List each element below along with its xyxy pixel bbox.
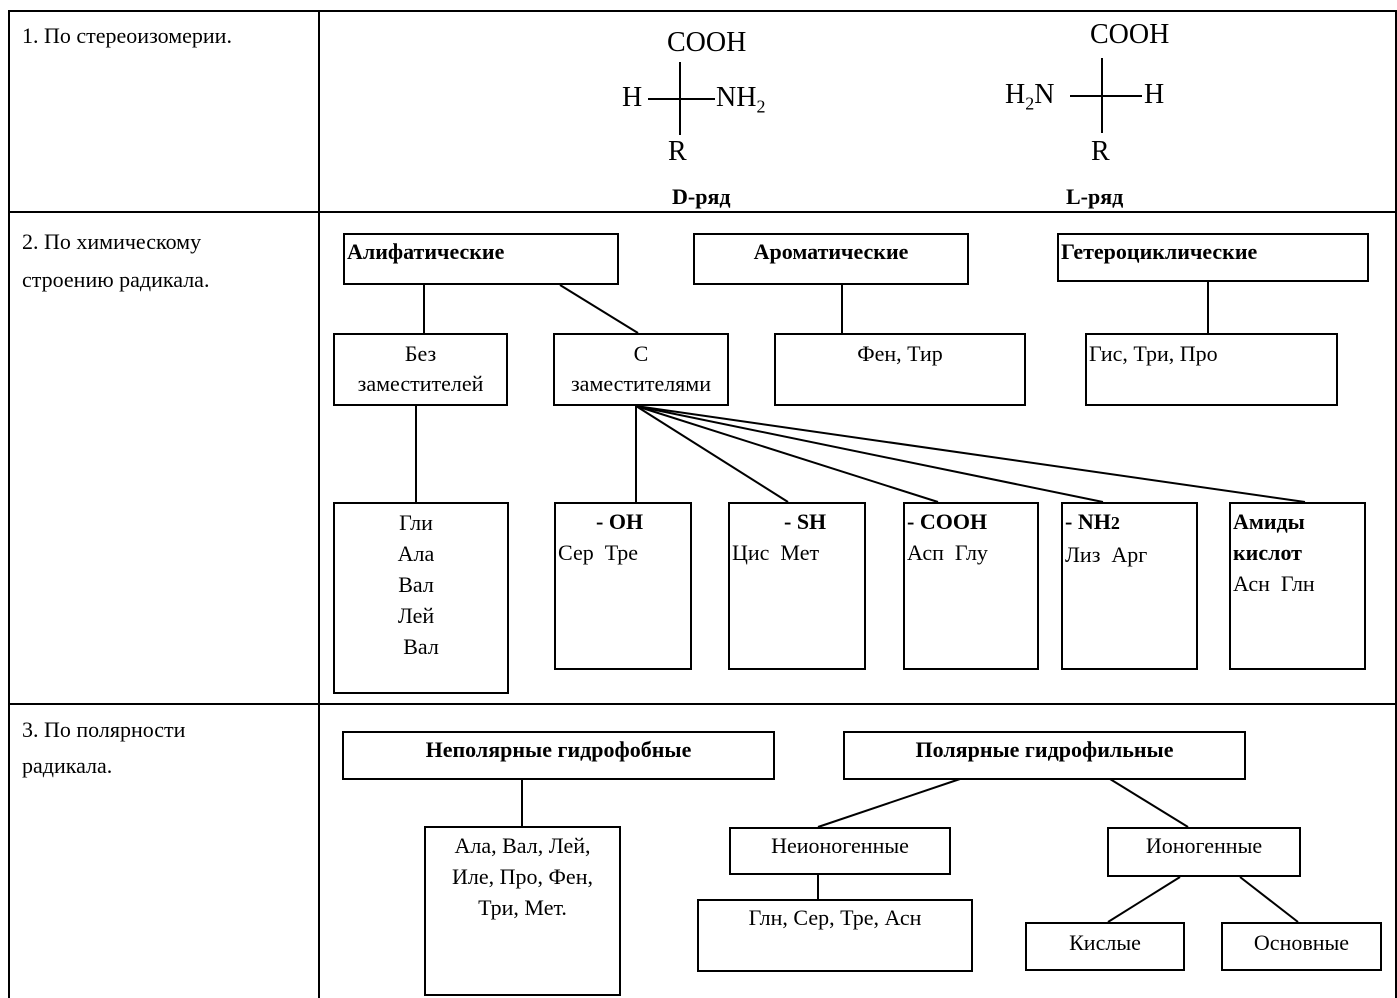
group-nh2-head: - NH2	[1065, 506, 1196, 539]
nonionic-list: Глн, Сер, Тре, Асн	[748, 905, 922, 930]
basic-box: Основные	[1221, 922, 1382, 971]
d-cooh: COOH	[667, 27, 747, 58]
group-amides-box: Амиды кислот Асн Глн	[1229, 502, 1366, 670]
heterocyclic-list-box: Гис, Три, Про	[1085, 333, 1338, 406]
group-oh-members: Сер Тре	[558, 540, 639, 565]
amino-acid-item: Вал	[398, 572, 434, 597]
amino-acid-item: Вал	[403, 634, 439, 659]
group-sh-members: Цис Мет	[732, 540, 820, 565]
nonionic-label: Неионогенные	[771, 833, 909, 858]
l-h: H	[1005, 79, 1026, 110]
row-label-stereo: 1. По стереоизомерии.	[22, 23, 232, 48]
acidic-box: Кислые	[1025, 922, 1185, 971]
nonpolar-box: Неполярные гидрофобные	[342, 731, 775, 780]
row-label-polarity-2: радикала.	[22, 753, 113, 778]
polar-label: Полярные гидрофильные	[915, 737, 1174, 762]
amino-acid-item: Гли	[399, 510, 433, 535]
nonpolar-list-line: Иле, Про, Фен,	[452, 864, 593, 889]
d-right-nh2: NH2	[716, 82, 765, 118]
l-h-sub: 2	[1025, 93, 1035, 114]
l-cooh: COOH	[1090, 19, 1170, 50]
d-r: R	[668, 136, 687, 167]
nonpolar-label: Неполярные гидрофобные	[425, 737, 692, 762]
subst-to-sh	[635, 405, 789, 503]
ionic-label: Ионогенные	[1145, 833, 1263, 858]
acidic-label: Кислые	[1069, 930, 1141, 955]
nonionic-list-box: Глн, Сер, Тре, Асн	[697, 899, 973, 972]
heterocyclic-list: Гис, Три, Про	[1089, 341, 1218, 366]
group-cooh-head: - COOH	[907, 509, 988, 534]
ionic-to-basic	[1239, 876, 1299, 923]
table-top-border	[8, 10, 1397, 12]
group-cooh-members: Асп Глу	[907, 540, 988, 565]
aliphatic-label: Алифатические	[347, 239, 505, 264]
polar-to-ionic	[1109, 778, 1189, 828]
l-n: N	[1034, 79, 1055, 110]
no-subst-box: Без заместителей	[333, 333, 508, 406]
group-nh2-members: Лиз Арг	[1065, 542, 1148, 567]
group-sh-head: - SH	[784, 509, 827, 534]
heterocyclic-label: Гетероциклические	[1061, 239, 1258, 264]
subst-to-amides	[635, 405, 1306, 503]
subst-to-cooh	[635, 405, 939, 503]
aromatic-list-box: Фен, Тир	[774, 333, 1026, 406]
l-right-h: H	[1144, 79, 1165, 110]
aromatic-label: Ароматические	[753, 239, 909, 264]
aliphatic-to-with-subst	[559, 284, 639, 334]
no-subst-line2: заместителей	[357, 371, 484, 396]
heterocyclic-box: Гетероциклические	[1057, 233, 1369, 282]
nh-sub: 2	[1110, 513, 1120, 533]
polar-to-nonionic	[817, 778, 961, 828]
with-subst-line2: заместителями	[570, 371, 711, 396]
nonpolar-list-line: Три, Мет.	[478, 895, 567, 920]
column-divider	[318, 10, 320, 998]
row-label-radical-2: строению радикала.	[22, 267, 210, 292]
group-amides-head-1: Амиды	[1233, 509, 1305, 534]
l-caption: L-ряд	[1066, 184, 1124, 209]
with-subst-line1: С	[633, 341, 649, 366]
d-nh-sub: 2	[756, 96, 766, 117]
group-sh-box: - SH Цис Мет	[728, 502, 866, 670]
group-cooh-box: - COOH Асп Глу	[903, 502, 1039, 670]
l-r: R	[1091, 136, 1110, 167]
group-amides-head-2: кислот	[1233, 540, 1302, 565]
nonionic-box: Неионогенные	[729, 827, 951, 875]
group-nh2-box: - NH2 Лиз Арг	[1061, 502, 1198, 670]
basic-label: Основные	[1253, 930, 1350, 955]
row-label-radical-1: 2. По химическому	[22, 229, 202, 254]
d-nh: NH	[716, 82, 757, 113]
row-label-polarity-1: 3. По полярности	[22, 717, 186, 742]
with-subst-box: С заместителями	[553, 333, 729, 406]
amino-acid-item: Ала	[397, 541, 435, 566]
row-divider-1	[8, 211, 1397, 213]
group-oh-box: - OH Сер Тре	[554, 502, 692, 670]
row-divider-2	[8, 703, 1397, 705]
ionic-to-acidic	[1107, 876, 1181, 923]
polar-box: Полярные гидрофильные	[843, 731, 1246, 780]
d-left-h: H	[622, 82, 643, 113]
nh-text: - NH	[1065, 509, 1111, 534]
table-left-border	[8, 10, 10, 998]
amino-acid-item: Лей	[397, 603, 435, 628]
nonpolar-list-box: Ала, Вал, Лей, Иле, Про, Фен, Три, Мет.	[424, 826, 621, 996]
ionic-box: Ионогенные	[1107, 827, 1301, 877]
nonpolar-list-line: Ала, Вал, Лей,	[454, 833, 591, 858]
no-subst-list-box: Гли Ала Вал Лей Вал	[333, 502, 509, 694]
no-subst-line1: Без	[404, 341, 437, 366]
l-left-h2n: H2N	[1005, 79, 1054, 115]
subst-to-nh2	[635, 405, 1104, 503]
group-oh-head: - OH	[596, 509, 644, 534]
d-caption: D-ряд	[672, 184, 731, 209]
table-right-border	[1395, 10, 1397, 998]
aromatic-list: Фен, Тир	[857, 341, 943, 366]
group-amides-members: Асн Глн	[1233, 571, 1315, 596]
aromatic-box: Ароматические	[693, 233, 969, 285]
aliphatic-box: Алифатические	[343, 233, 619, 285]
